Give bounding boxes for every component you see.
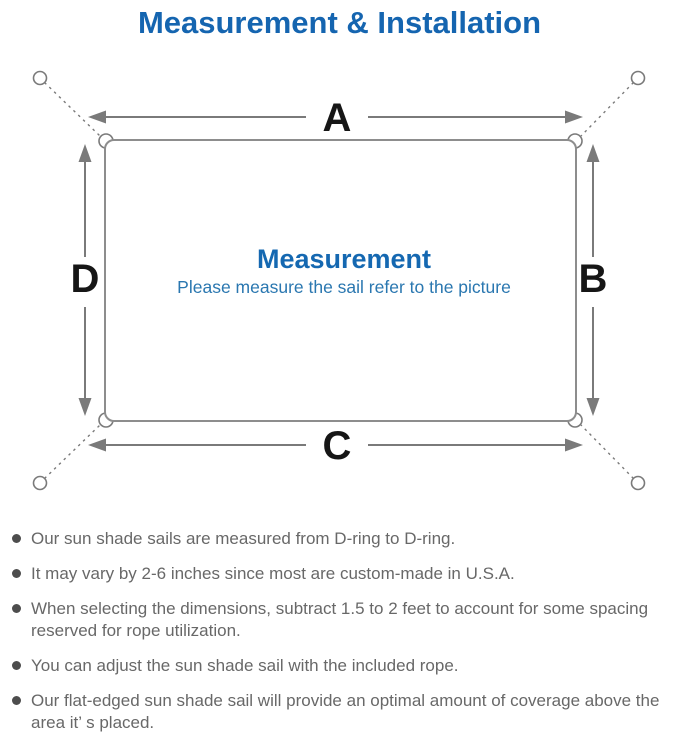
bullet-text: When selecting the dimensions, subtract … xyxy=(31,599,649,640)
bullet-icon xyxy=(12,696,21,705)
bullet-text: Our flat-edged sun shade sail will provi… xyxy=(31,691,660,732)
arrow-c-left-head xyxy=(88,438,106,452)
arrow-d-up-head xyxy=(78,144,92,162)
instruction-list: Our sun shade sails are measured from D-… xyxy=(0,518,679,734)
tether-dashed-line-bottom-left xyxy=(44,424,101,480)
bullet-icon xyxy=(12,534,21,543)
anchor-point-circle-bottom-left xyxy=(32,475,48,491)
measurement-diagram-svg: A B C D Measurement Please measure the s… xyxy=(32,70,646,491)
measurement-diagram: A B C D Measurement Please measure the s… xyxy=(0,60,679,518)
dimension-arrows xyxy=(78,110,600,452)
bullet-text: It may vary by 2-6 inches since most are… xyxy=(31,564,515,583)
anchor-points xyxy=(32,70,646,491)
dimension-label-b: B xyxy=(579,257,608,301)
arrow-b-down-head xyxy=(586,398,600,416)
tether-dashed-line-bottom-right xyxy=(580,424,634,479)
dimension-label-c: C xyxy=(323,424,352,468)
arrow-c-right-head xyxy=(565,438,583,452)
list-item: When selecting the dimensions, subtract … xyxy=(12,598,671,642)
bullet-icon xyxy=(12,604,21,613)
tether-dashed-line-top-left xyxy=(44,81,101,137)
list-item: It may vary by 2-6 inches since most are… xyxy=(12,563,671,585)
bullet-text: Our sun shade sails are measured from D-… xyxy=(31,529,456,548)
dimension-label-d: D xyxy=(71,257,100,301)
arrow-a-right-head xyxy=(565,110,583,124)
diagram-center-title: Measurement xyxy=(257,244,431,274)
page-title: Measurement & Installation xyxy=(137,5,542,40)
list-item: You can adjust the sun shade sail with t… xyxy=(12,655,671,677)
tether-dashed-line-top-right xyxy=(580,82,634,137)
bullet-text: You can adjust the sun shade sail with t… xyxy=(31,656,459,675)
tether-lines xyxy=(44,81,634,480)
anchor-point-circle-top-left xyxy=(32,70,48,86)
sail-rectangle xyxy=(104,139,577,422)
arrow-b-up-head xyxy=(586,144,600,162)
arrow-a-left-head xyxy=(88,110,106,124)
bullet-icon xyxy=(12,569,21,578)
arrow-d-down-head xyxy=(78,398,92,416)
anchor-point-circle-bottom-right xyxy=(630,475,646,491)
list-item: Our sun shade sails are measured from D-… xyxy=(12,528,671,550)
anchor-point-circle-top-right xyxy=(630,70,646,86)
dimension-label-a: A xyxy=(323,96,352,140)
bullet-icon xyxy=(12,661,21,670)
list-item: Our flat-edged sun shade sail will provi… xyxy=(12,690,671,734)
diagram-center-subtitle: Please measure the sail refer to the pic… xyxy=(177,277,511,297)
